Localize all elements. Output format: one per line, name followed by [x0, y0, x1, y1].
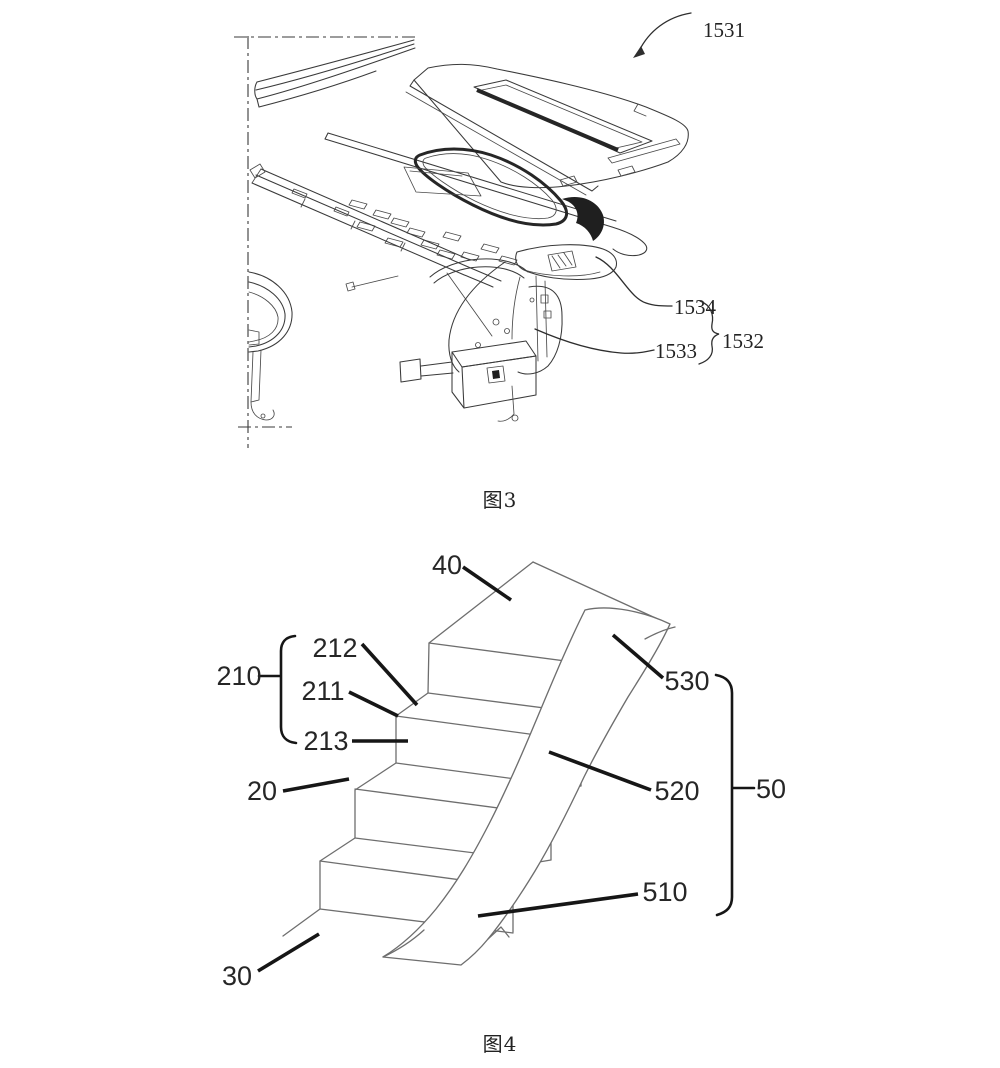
leader-510: [477, 892, 639, 918]
brace-50-icon: [714, 673, 756, 917]
pump-module-1533: [399, 258, 563, 422]
chassis-slots: [348, 199, 518, 266]
leader-1533: [534, 328, 655, 354]
leader-211: [348, 690, 399, 718]
ramp-bottom-fold: [487, 926, 510, 940]
figure4-caption: 图4: [482, 1032, 518, 1056]
chassis-plate: [249, 132, 648, 292]
label-1532: 1532: [722, 329, 764, 353]
label-510: 510: [642, 877, 687, 907]
bumper-module-1534: [515, 196, 617, 281]
ramp-top-fold: [644, 626, 676, 640]
leader-40: [461, 565, 513, 602]
stair-left-profile: [282, 561, 534, 937]
side-beam: [249, 163, 502, 288]
label-1534: 1534: [674, 295, 717, 319]
figure3-caption: 图3: [482, 488, 518, 512]
label-50: 50: [756, 774, 786, 804]
label-520: 520: [654, 776, 699, 806]
label-530: 530: [664, 666, 709, 696]
label-210: 210: [216, 661, 261, 691]
leader-212: [360, 642, 419, 707]
figure3-drawing: 1531 1534 1533 1532: [234, 12, 764, 448]
arrow-1531: [638, 12, 692, 52]
centerline: [234, 36, 415, 448]
brace-1532-icon: [698, 300, 720, 365]
label-1533: 1533: [655, 339, 697, 363]
label-30: 30: [222, 961, 252, 991]
chassis-right-tab: [611, 226, 648, 257]
leader-530: [611, 633, 665, 680]
label-213: 213: [303, 726, 348, 756]
arrowhead-1531-icon: [633, 46, 645, 58]
label-40: 40: [432, 550, 462, 580]
leader-20: [282, 777, 350, 793]
label-20: 20: [247, 776, 277, 806]
figure4-annotations: 40 210 212 211 213 20 30 530 520 510 50: [216, 550, 786, 991]
brace-210-icon: [257, 634, 298, 745]
side-brush-dome: [248, 271, 293, 421]
figure4-drawing: 40 210 212 211 213 20 30 530 520 510 50: [216, 550, 786, 991]
bumper-strip: [254, 39, 416, 108]
label-212: 212: [312, 633, 357, 663]
leader-30: [257, 932, 320, 973]
sensor-rod: [345, 275, 399, 292]
label-1531: 1531: [703, 18, 745, 42]
top-cover-1531: [405, 63, 689, 196]
upper-floor-edge: [532, 561, 663, 622]
label-211: 211: [301, 676, 344, 706]
ramp-ribbon: [382, 607, 676, 966]
figure3-annotations: 1531 1534 1533 1532: [534, 12, 764, 365]
leader-1534: [595, 256, 673, 307]
leader-520: [548, 750, 652, 792]
